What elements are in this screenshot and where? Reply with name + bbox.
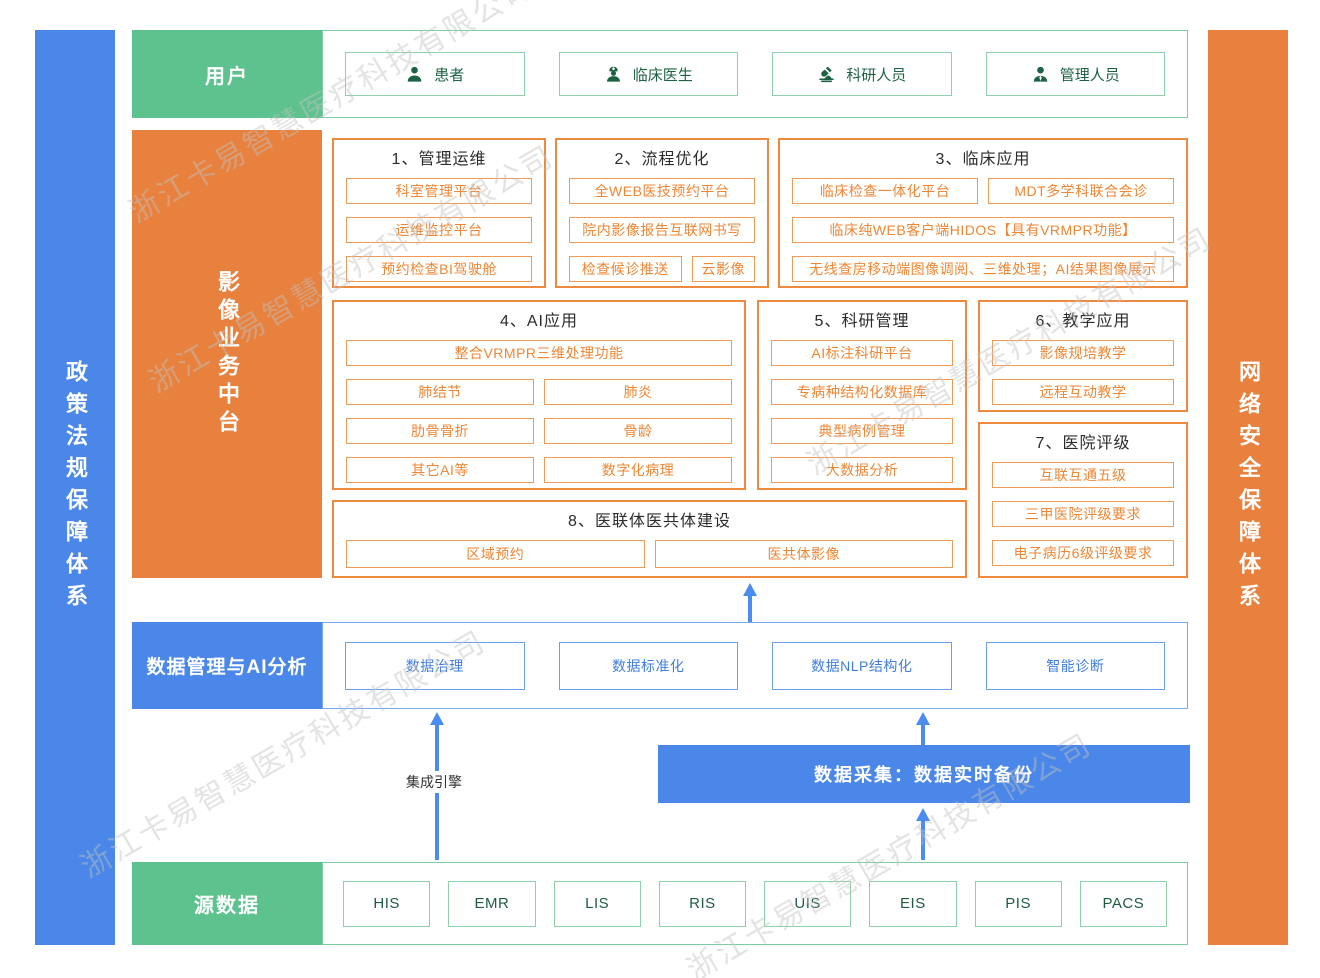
admin-icon: [1031, 65, 1050, 84]
platform-item: 院内影像报告互联网书写: [569, 217, 755, 243]
platform-item: 肺结节: [346, 379, 534, 405]
platform-item: 临床检查一体化平台: [792, 178, 978, 204]
policy-regulation-label: 政策法规保障体系: [63, 359, 88, 616]
source-system-emr: EMR: [448, 880, 536, 927]
user-item-label: 科研人员: [846, 66, 907, 84]
platform-item: 三甲医院评级要求: [992, 501, 1174, 527]
platform-item: 电子病历6级评级要求: [992, 540, 1174, 566]
user-item-label: 临床医生: [632, 66, 693, 84]
source-system-lis: LIS: [553, 880, 641, 927]
platform-item: 科室管理平台: [346, 178, 532, 204]
platform-item: 肺炎: [544, 379, 732, 405]
platform-item: 典型病例管理: [771, 418, 953, 444]
platform-item: 整合VRMPR三维处理功能: [346, 340, 732, 366]
platform-item: 全WEB医技预约平台: [569, 178, 755, 204]
platform-item: 云影像: [691, 256, 755, 282]
imaging-platform-label-box: 影像业务中台: [132, 130, 322, 578]
platform-item: 检查候诊推送: [569, 256, 682, 282]
source-system-pis: PIS: [974, 880, 1062, 927]
network-security-bar: 网络安全保障体系: [1208, 30, 1288, 945]
doctor-icon: [604, 65, 623, 84]
section-ai-application: 4、AI应用 整合VRMPR三维处理功能 肺结节 肺炎 肋骨骨折 骨龄 其它AI…: [332, 300, 746, 490]
data-mgmt-item: 智能诊断: [985, 641, 1165, 690]
source-system-his: HIS: [343, 880, 431, 927]
user-item-doctor: 临床医生: [558, 52, 738, 96]
data-mgmt-item: 数据NLP结构化: [772, 641, 952, 690]
source-row: HIS EMR LIS RIS UIS EIS PIS PACS: [322, 862, 1188, 945]
section-process-optimization: 2、流程优化 全WEB医技预约平台 院内影像报告互联网书写 检查候诊推送 云影像: [555, 138, 769, 288]
source-row-label: 源数据: [132, 862, 322, 945]
patient-icon: [405, 65, 424, 84]
policy-regulation-bar: 政策法规保障体系: [35, 30, 115, 945]
platform-item: 医共体影像: [654, 540, 953, 568]
platform-item: 远程互动教学: [992, 379, 1174, 405]
arrow-up-source-to-collection: [916, 808, 930, 860]
section-title: 5、科研管理: [814, 313, 910, 330]
section-clinical-application: 3、临床应用 临床检查一体化平台 MDT多学科联合会诊 临床纯WEB客户端HID…: [778, 138, 1188, 288]
data-mgmt-row: 数据治理 数据标准化 数据NLP结构化 智能诊断: [322, 622, 1188, 709]
source-system-eis: EIS: [869, 880, 957, 927]
platform-item: 肋骨骨折: [346, 418, 534, 444]
source-system-pacs: PACS: [1079, 880, 1167, 927]
section-title: 7、医院评级: [1035, 435, 1131, 452]
section-title: 4、AI应用: [499, 313, 579, 330]
imaging-platform-label: 影像业务中台: [215, 270, 240, 438]
user-item-manager: 管理人员: [985, 52, 1165, 96]
platform-item: 大数据分析: [771, 457, 953, 483]
section-title: 2、流程优化: [614, 151, 710, 168]
data-collection-banner: 数据采集：数据实时备份: [658, 745, 1190, 803]
platform-item: 数字化病理: [544, 457, 732, 483]
platform-item: 预约检查BI驾驶舱: [346, 256, 532, 282]
platform-item: 骨龄: [544, 418, 732, 444]
platform-item: 无线查房移动端图像调阅、三维处理；AI结果图像展示: [792, 256, 1174, 282]
data-mgmt-item: 数据治理: [345, 641, 525, 690]
user-item-label: 患者: [434, 66, 465, 84]
platform-item: 其它AI等: [346, 457, 534, 483]
user-item-label: 管理人员: [1059, 66, 1120, 84]
data-mgmt-item: 数据标准化: [558, 641, 738, 690]
section-research-management: 5、科研管理 AI标注科研平台 专病种结构化数据库 典型病例管理 大数据分析: [757, 300, 967, 490]
users-row-label: 用户: [132, 30, 322, 118]
platform-item: AI标注科研平台: [771, 340, 953, 366]
source-system-ris: RIS: [658, 880, 746, 927]
section-title: 8、医联体医共体建设: [568, 513, 731, 530]
section-teaching-application: 6、教学应用 影像规培教学 远程互动教学: [978, 300, 1188, 412]
platform-item: 互联互通五级: [992, 462, 1174, 488]
source-system-uis: UIS: [764, 880, 852, 927]
integration-engine-label: 集成引擎: [404, 771, 464, 793]
platform-item: 区域预约: [346, 540, 645, 568]
arrow-up-collection-to-datamgmt: [916, 712, 930, 745]
platform-item: 临床纯WEB客户端HIDOS【具有VRMPR功能】: [792, 217, 1174, 243]
network-security-label: 网络安全保障体系: [1236, 359, 1261, 616]
section-management-ops: 1、管理运维 科室管理平台 运维监控平台 预约检查BI驾驶舱: [332, 138, 546, 288]
section-title: 6、教学应用: [1035, 313, 1131, 330]
section-medical-alliance: 8、医联体医共体建设 区域预约 医共体影像: [332, 500, 967, 578]
section-title: 3、临床应用: [935, 151, 1031, 168]
platform-item: 运维监控平台: [346, 217, 532, 243]
data-mgmt-row-label: 数据管理与AI分析: [132, 622, 322, 709]
platform-item: MDT多学科联合会诊: [988, 178, 1174, 204]
section-hospital-rating: 7、医院评级 互联互通五级 三甲医院评级要求 电子病历6级评级要求: [978, 422, 1188, 578]
platform-item: 专病种结构化数据库: [771, 379, 953, 405]
microscope-icon: [817, 65, 836, 84]
user-item-researcher: 科研人员: [772, 52, 952, 96]
platform-item: 影像规培教学: [992, 340, 1174, 366]
user-item-patient: 患者: [345, 52, 525, 96]
section-title: 1、管理运维: [391, 151, 487, 168]
arrow-up-datamgmt-to-platform: [743, 583, 757, 622]
users-row: 患者 临床医生 科研人员 管理人员: [322, 30, 1188, 118]
